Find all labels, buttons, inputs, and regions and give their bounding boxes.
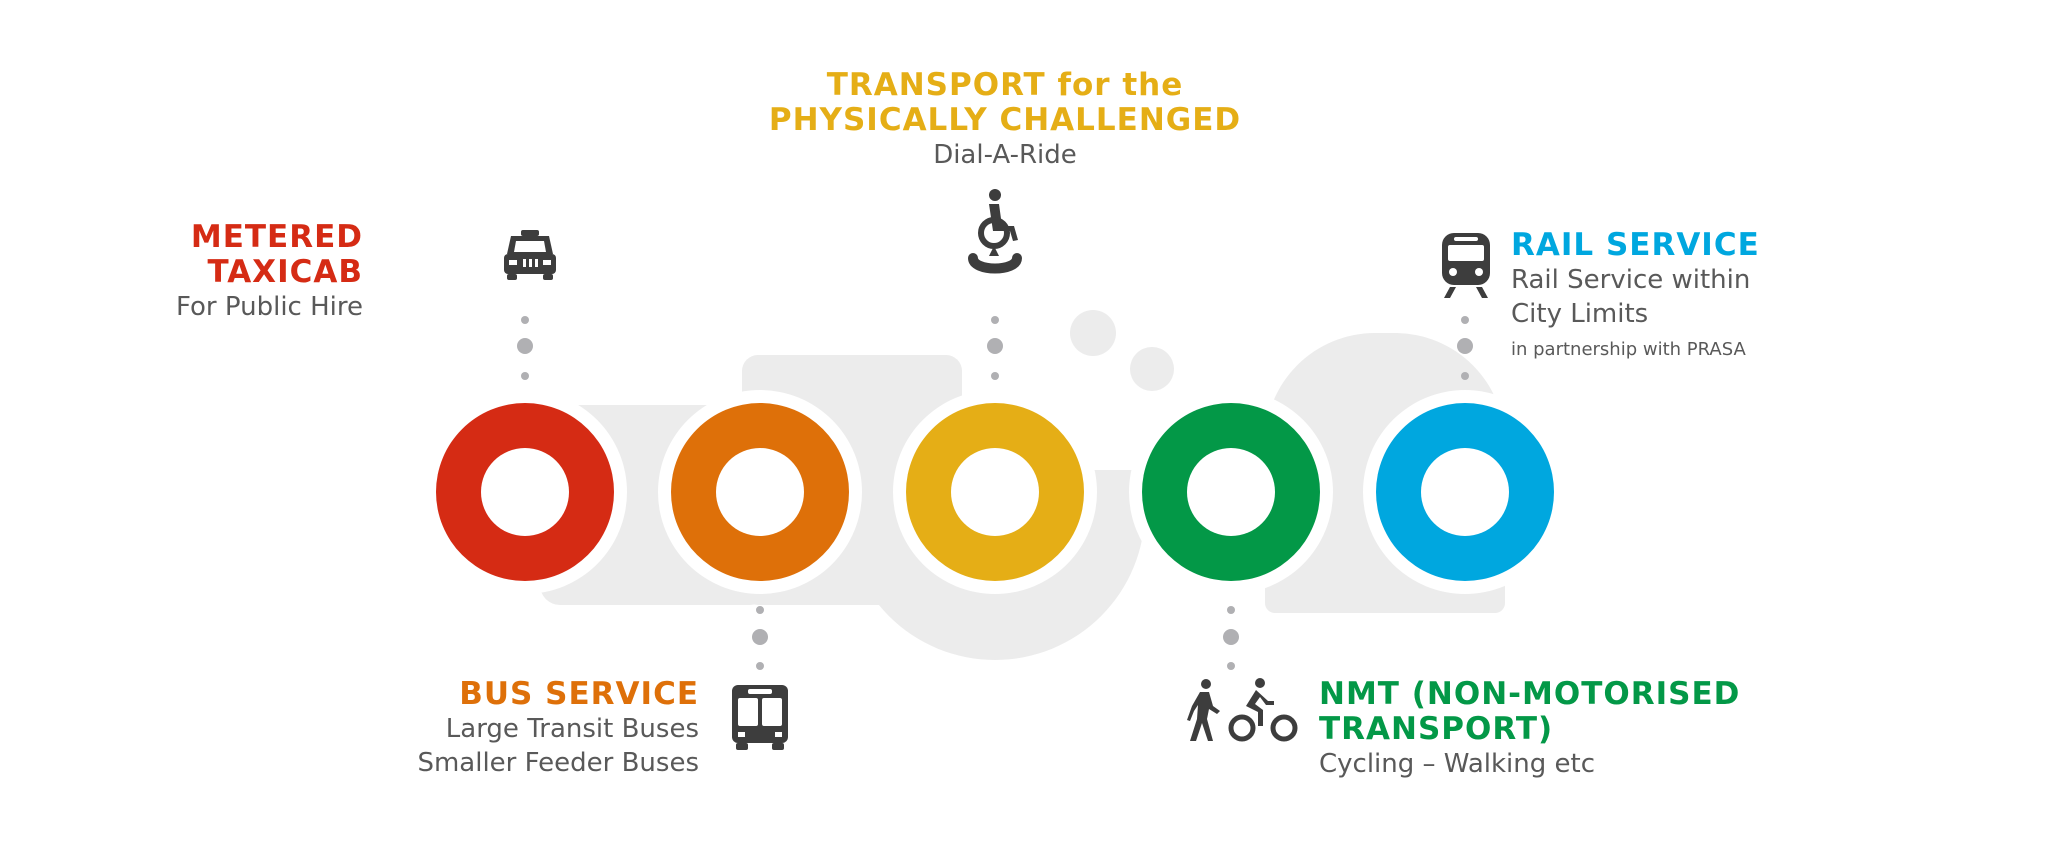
taxi-subtitle: For Public Hire bbox=[176, 292, 363, 322]
taxi-title-line1: METERED bbox=[190, 219, 363, 255]
rail-title: RAIL SERVICE bbox=[1511, 227, 1760, 263]
pc-title-line1: TRANSPORT for the bbox=[826, 67, 1184, 103]
bus-line1: Large Transit Buses bbox=[445, 714, 699, 744]
rail-note: in partnership with PRASA bbox=[1511, 339, 1746, 360]
taxi-icon bbox=[501, 228, 559, 286]
walk-cycle-icon bbox=[1184, 678, 1300, 744]
pc-title-line2: PHYSICALLY CHALLENGED bbox=[768, 102, 1242, 138]
nmt-label: NMT (NON-MOTORISED TRANSPORT) Cycling – … bbox=[1319, 677, 1819, 781]
pc-subtitle: Dial-A-Ride bbox=[933, 140, 1077, 170]
physically-challenged-ring bbox=[893, 390, 1097, 594]
rail-line1: Rail Service within bbox=[1511, 265, 1751, 295]
train-icon bbox=[1440, 231, 1492, 299]
nmt-ring bbox=[1129, 390, 1333, 594]
rail-line2: City Limits bbox=[1511, 299, 1649, 329]
taxi-ring bbox=[423, 390, 627, 594]
rail-ring bbox=[1363, 390, 1567, 594]
bus-line2: Smaller Feeder Buses bbox=[417, 748, 699, 778]
bus-label: BUS SERVICE Large Transit Buses Smaller … bbox=[199, 677, 699, 780]
nmt-title-line2: TRANSPORT) bbox=[1319, 711, 1554, 747]
nmt-title-line1: NMT (NON-MOTORISED bbox=[1319, 676, 1741, 712]
wheelchair-icon bbox=[965, 188, 1025, 280]
rail-label: RAIL SERVICE Rail Service within City Li… bbox=[1511, 228, 1961, 363]
bus-title: BUS SERVICE bbox=[459, 676, 699, 712]
bus-icon bbox=[730, 683, 790, 753]
taxi-label: METERED TAXICAB For Public Hire bbox=[0, 220, 363, 324]
nmt-subtitle: Cycling – Walking etc bbox=[1319, 749, 1596, 779]
bus-ring bbox=[658, 390, 862, 594]
taxi-title-line2: TAXICAB bbox=[207, 254, 363, 290]
physically-challenged-label: TRANSPORT for the PHYSICALLY CHALLENGED … bbox=[705, 68, 1305, 172]
